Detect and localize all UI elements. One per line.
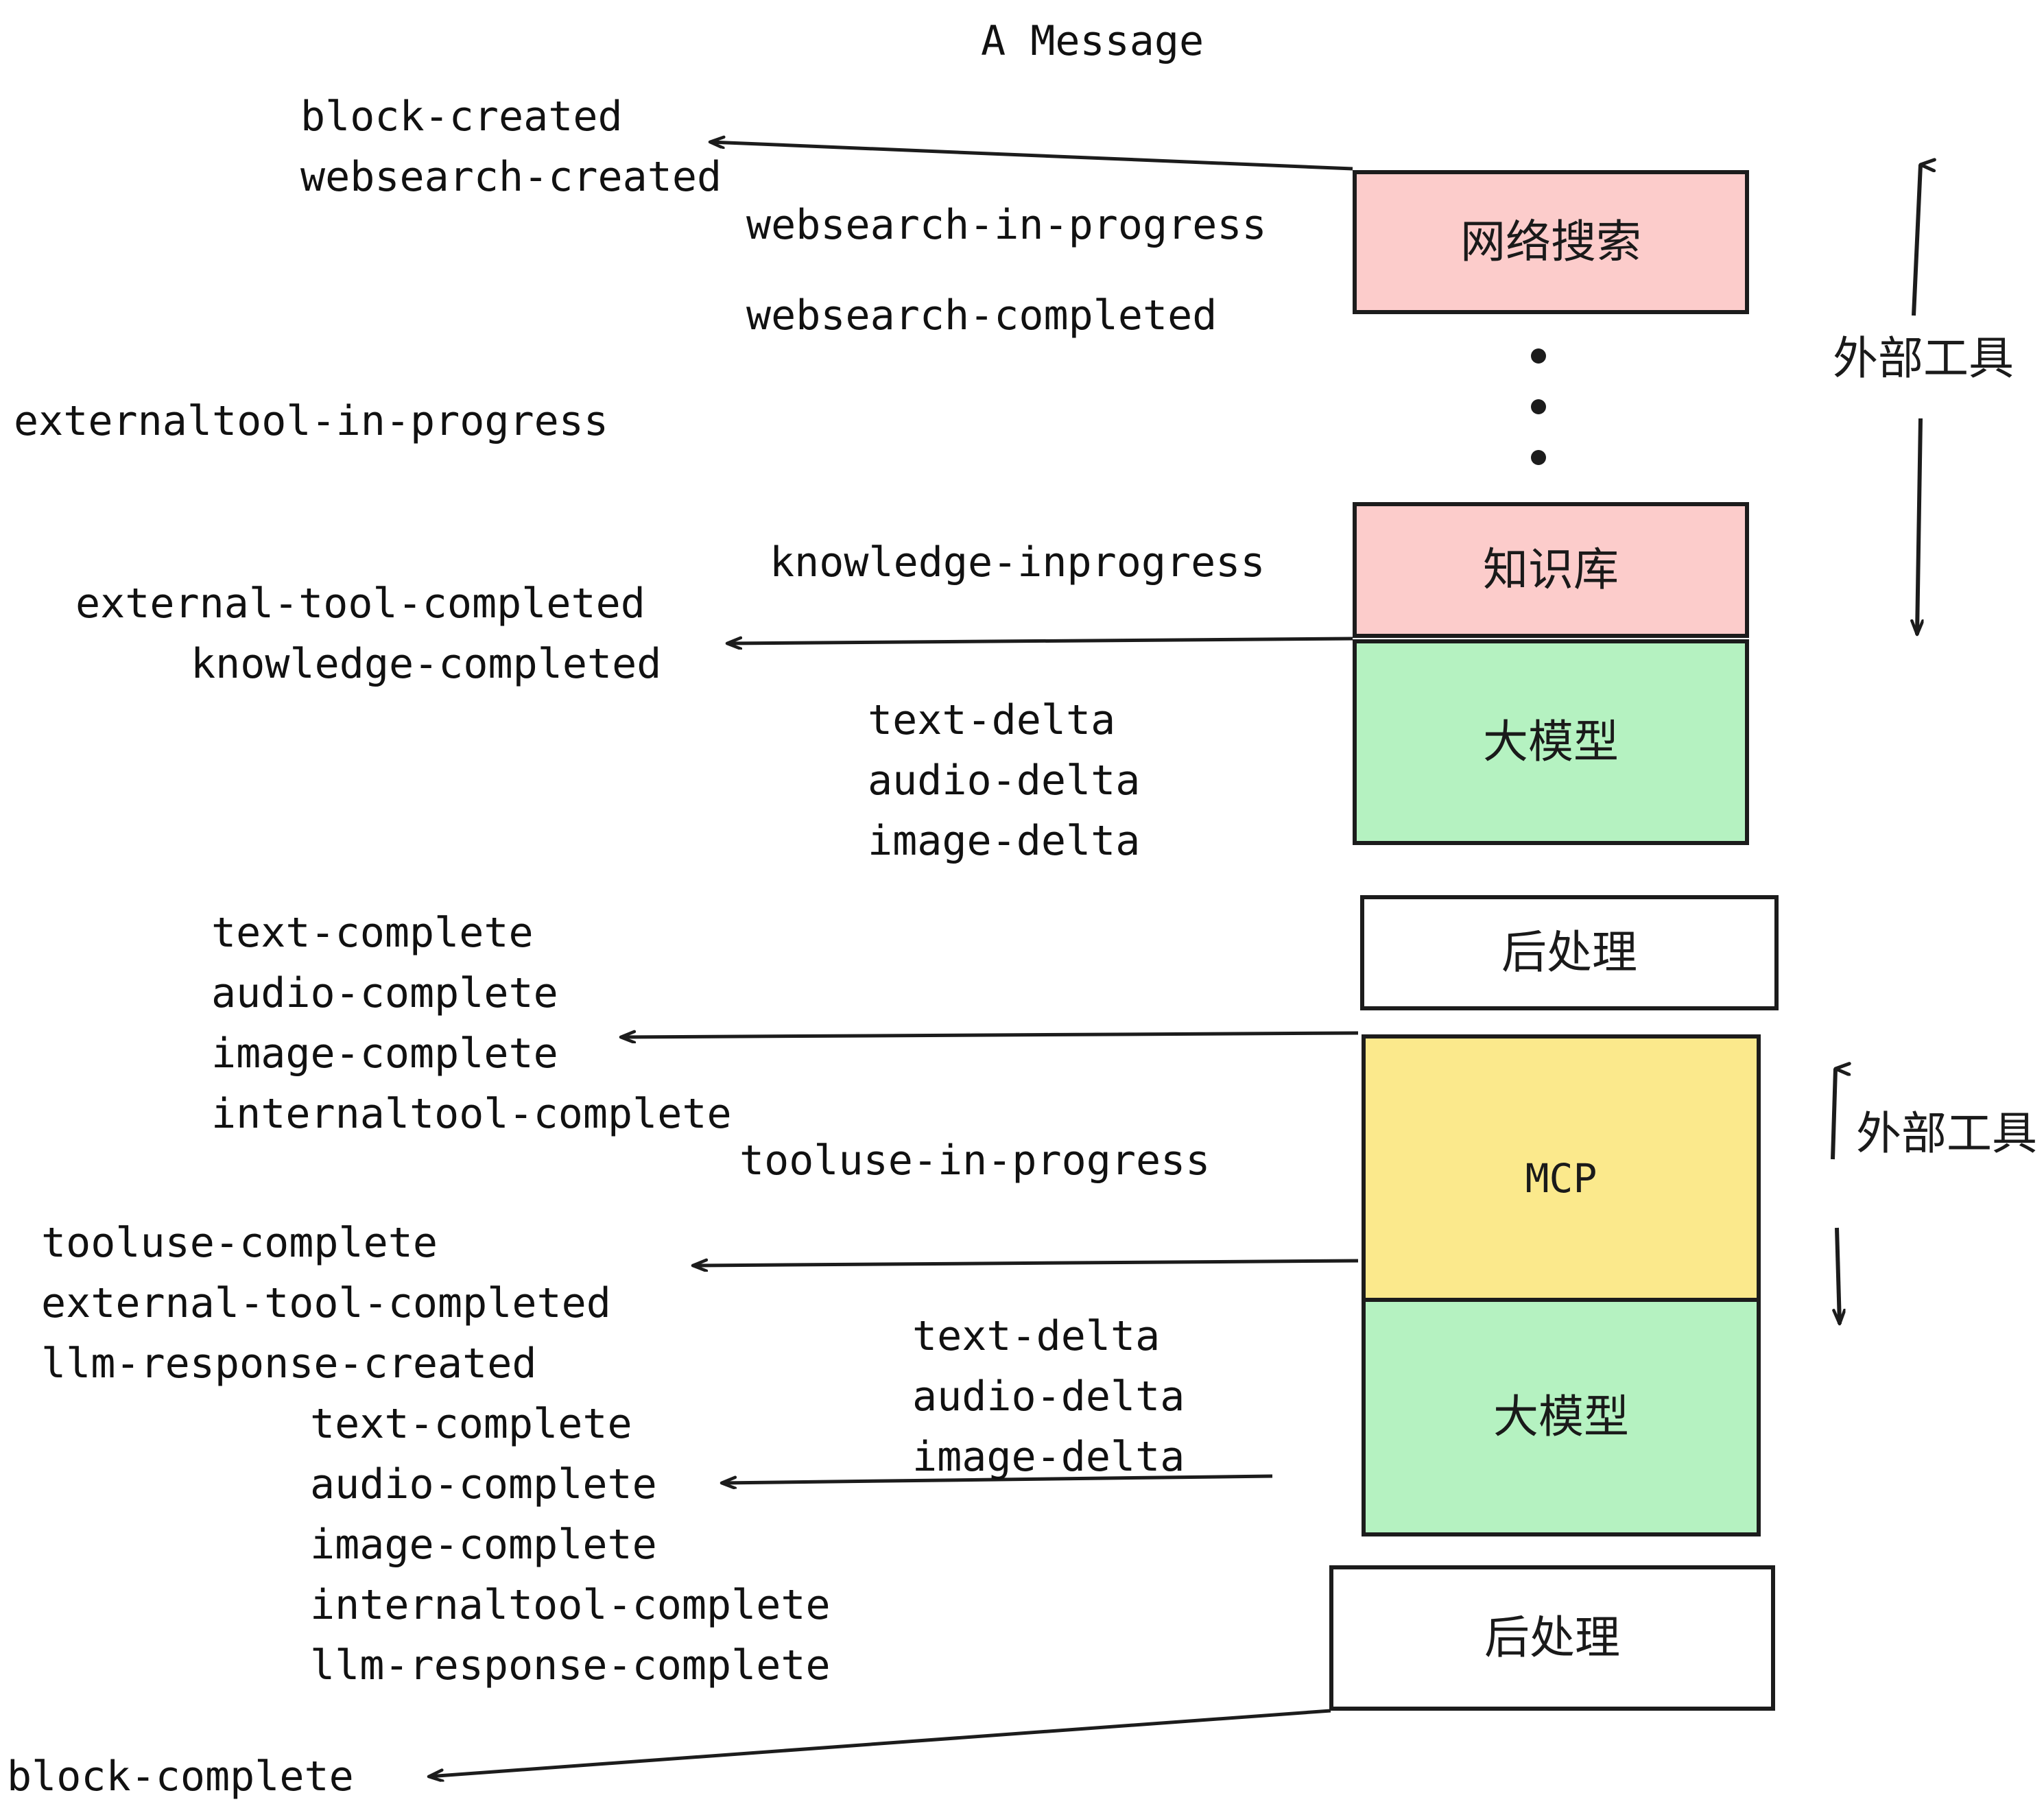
event-websearch-created: websearch-created [300,153,722,201]
event-knowledge-inprogress: knowledge-inprogress [770,538,1265,586]
event-text-complete-2: text-complete [310,1400,632,1448]
node-postprocess-2-label: 后处理 [1484,1611,1620,1664]
event-externaltool-in-progress: externaltool-in-progress [14,397,608,445]
node-knowledge-label: 知识库 [1483,543,1619,596]
node-mcp[interactable]: MCP [1362,1034,1761,1322]
event-llm-response-complete: llm-response-complete [310,1641,831,1689]
node-llm-1[interactable]: 大模型 [1353,639,1749,845]
event-internaltool-complete-2: internaltool-complete [310,1581,831,1629]
group-label-external-tools-bottom: 外部工具 [1856,1107,2037,1160]
arrow-postprocess2-to-blockcomplete [429,1709,1331,1777]
ellipsis-dot-3 [1531,450,1546,465]
node-knowledge[interactable]: 知识库 [1353,502,1749,638]
event-websearch-completed: websearch-completed [746,292,1217,340]
event-knowledge-completed: knowledge-completed [191,640,662,688]
event-external-tool-completed-2: external-tool-completed [41,1279,611,1327]
node-llm-2[interactable]: 大模型 [1362,1298,1761,1536]
group-label-external-tools-top: 外部工具 [1833,332,2014,385]
external-tools-span-bottom [1831,1069,1840,1324]
event-text-delta-2: text-delta [912,1312,1161,1360]
event-block-complete: block-complete [7,1753,354,1801]
event-tooluse-complete: tooluse-complete [41,1219,438,1267]
node-llm-2-label: 大模型 [1493,1390,1629,1443]
arrow-websearch-to-blockcreated [710,142,1353,171]
ellipsis-dot-1 [1531,348,1546,364]
event-audio-delta-1: audio-delta [868,757,1141,805]
event-image-delta-1: image-delta [868,817,1141,865]
node-websearch-label: 网络搜索 [1460,215,1641,268]
event-tooluse-in-progress: tooluse-in-progress [739,1137,1211,1185]
node-mcp-label: MCP [1525,1155,1597,1202]
arrow-postprocess1-to-imagecomplete [621,1033,1359,1037]
node-postprocess-1-label: 后处理 [1501,926,1637,979]
event-audio-complete-1: audio-complete [211,969,558,1017]
event-image-delta-2: image-delta [912,1433,1185,1481]
event-block-created: block-created [300,93,623,141]
event-llm-response-created: llm-response-created [41,1340,537,1388]
event-websearch-in-progress: websearch-in-progress [746,201,1267,249]
node-websearch[interactable]: 网络搜索 [1353,170,1749,314]
node-postprocess-1[interactable]: 后处理 [1360,895,1779,1010]
arrow-knowledge-to-completed [727,639,1353,643]
node-postprocess-2[interactable]: 后处理 [1329,1565,1775,1711]
event-audio-complete-2: audio-complete [310,1460,657,1508]
external-tools-span-top [1914,165,1921,634]
event-text-delta-1: text-delta [868,696,1116,744]
page-title: A Message [981,17,1204,65]
event-image-complete-1: image-complete [211,1030,558,1078]
event-text-complete-1: text-complete [211,909,534,957]
ellipsis-dot-2 [1531,399,1546,414]
event-external-tool-completed-1: external-tool-completed [75,580,645,628]
event-audio-delta-2: audio-delta [912,1373,1185,1421]
event-image-complete-2: image-complete [310,1521,657,1569]
event-internaltool-complete-1: internaltool-complete [211,1090,732,1138]
node-llm-1-label: 大模型 [1483,715,1619,768]
arrow-mcp-to-toolusecomplete [693,1261,1359,1266]
